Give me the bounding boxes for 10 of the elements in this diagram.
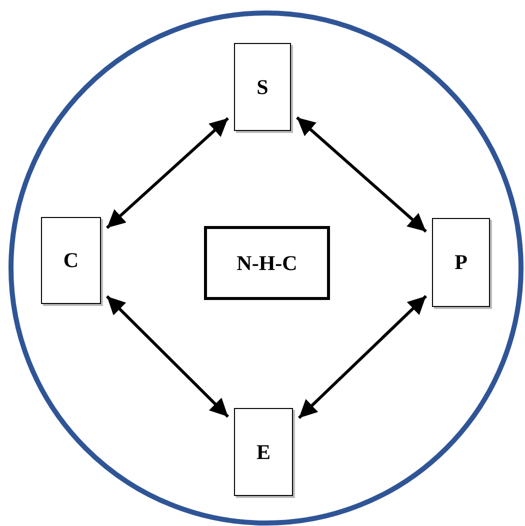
double-arrow (106, 295, 230, 418)
double-arrow (298, 295, 428, 420)
letter-box: P (432, 218, 490, 307)
circle-frame (8, 10, 524, 526)
letter-box: E (234, 408, 293, 496)
letter-box: C (41, 217, 101, 304)
double-arrow (106, 117, 229, 229)
letter-box: S (234, 43, 291, 131)
center-box: N-H-C (204, 226, 330, 300)
double-arrow (296, 116, 427, 233)
